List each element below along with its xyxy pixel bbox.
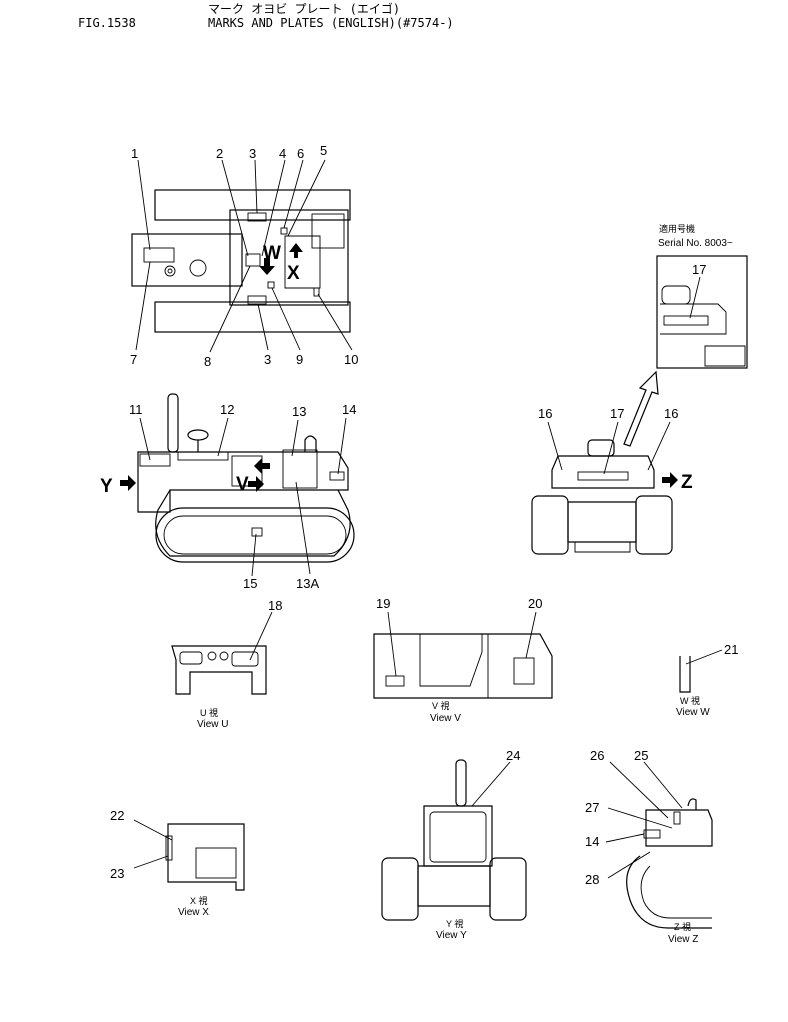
view-y-label: View Y [436, 930, 467, 941]
view-letter-w: W [263, 243, 281, 264]
callout-2: 2 [216, 146, 223, 161]
view-x-label: View X [178, 907, 209, 918]
callout-28: 28 [585, 872, 599, 887]
view-letter-x: X [287, 263, 300, 284]
callout-27: 27 [585, 800, 599, 815]
view-v-label: View V [430, 713, 461, 724]
view-y-drawing [381, 759, 527, 921]
callout-1: 1 [131, 146, 138, 161]
callout-23: 23 [110, 866, 124, 881]
view-w-label: View W [676, 707, 710, 718]
callout-16-left: 16 [538, 406, 552, 421]
callout-7: 7 [130, 352, 137, 367]
callout-5: 5 [320, 143, 327, 158]
callout-24: 24 [506, 748, 520, 763]
view-z-drawing [605, 761, 713, 929]
callout-14-view-z: 14 [585, 834, 599, 849]
serial-number-note: Serial No. 8003~ [658, 238, 733, 249]
view-v-drawing [373, 611, 553, 699]
callout-18: 18 [268, 598, 282, 613]
callout-3b: 3 [264, 352, 271, 367]
side-view-leaders [139, 417, 347, 577]
view-u-drawing [171, 611, 273, 695]
view-z-jp: Z 視 [674, 921, 691, 932]
callout-20: 20 [528, 596, 542, 611]
rear-view-drawing [531, 439, 678, 555]
callout-17-inset: 17 [692, 262, 706, 277]
callout-13: 13 [292, 404, 306, 419]
view-letter-y: Y [100, 476, 113, 497]
view-w-jp: W 視 [680, 695, 700, 706]
callout-6: 6 [297, 146, 304, 161]
callout-22: 22 [110, 808, 124, 823]
callout-13a: 13A [296, 576, 319, 591]
callout-8: 8 [204, 354, 211, 369]
view-letter-v: V [236, 474, 249, 495]
figure-title: MARKS AND PLATES (ENGLISH)(#7574-) [208, 16, 454, 30]
callout-9: 9 [296, 352, 303, 367]
callout-14: 14 [342, 402, 356, 417]
top-view-leaders [135, 159, 353, 353]
view-z-label: View Z [668, 934, 698, 945]
title-kana: マーク オヨビ プレート (エイゴ) [208, 1, 400, 16]
callout-16-right: 16 [664, 406, 678, 421]
callout-21: 21 [724, 642, 738, 657]
callout-11: 11 [129, 402, 143, 417]
view-x-jp: X 視 [190, 895, 208, 906]
callout-25: 25 [634, 748, 648, 763]
view-w-drawing [679, 649, 723, 693]
serial-kanji: 適用号機 [659, 223, 695, 234]
callout-3: 3 [249, 146, 256, 161]
top-view-drawing [131, 189, 351, 333]
side-view-drawing [120, 393, 355, 563]
rear-view-leaders [547, 421, 671, 475]
view-letter-z: Z [681, 472, 693, 493]
view-v-jp: V 視 [432, 700, 450, 711]
serial-inset-drawing [656, 255, 748, 369]
callout-15: 15 [243, 576, 257, 591]
callout-19: 19 [376, 596, 390, 611]
callout-4: 4 [279, 146, 286, 161]
view-x-drawing [133, 819, 245, 891]
callout-17: 17 [610, 406, 624, 421]
view-u-label: View U [197, 719, 229, 730]
figure-number: FIG.1538 [78, 16, 136, 30]
view-y-jp: Y 視 [446, 918, 463, 929]
inset-pointer-arrow [623, 370, 659, 447]
view-u-jp: U 視 [200, 707, 218, 718]
callout-26: 26 [590, 748, 604, 763]
callout-10: 10 [344, 352, 358, 367]
callout-12: 12 [220, 402, 234, 417]
